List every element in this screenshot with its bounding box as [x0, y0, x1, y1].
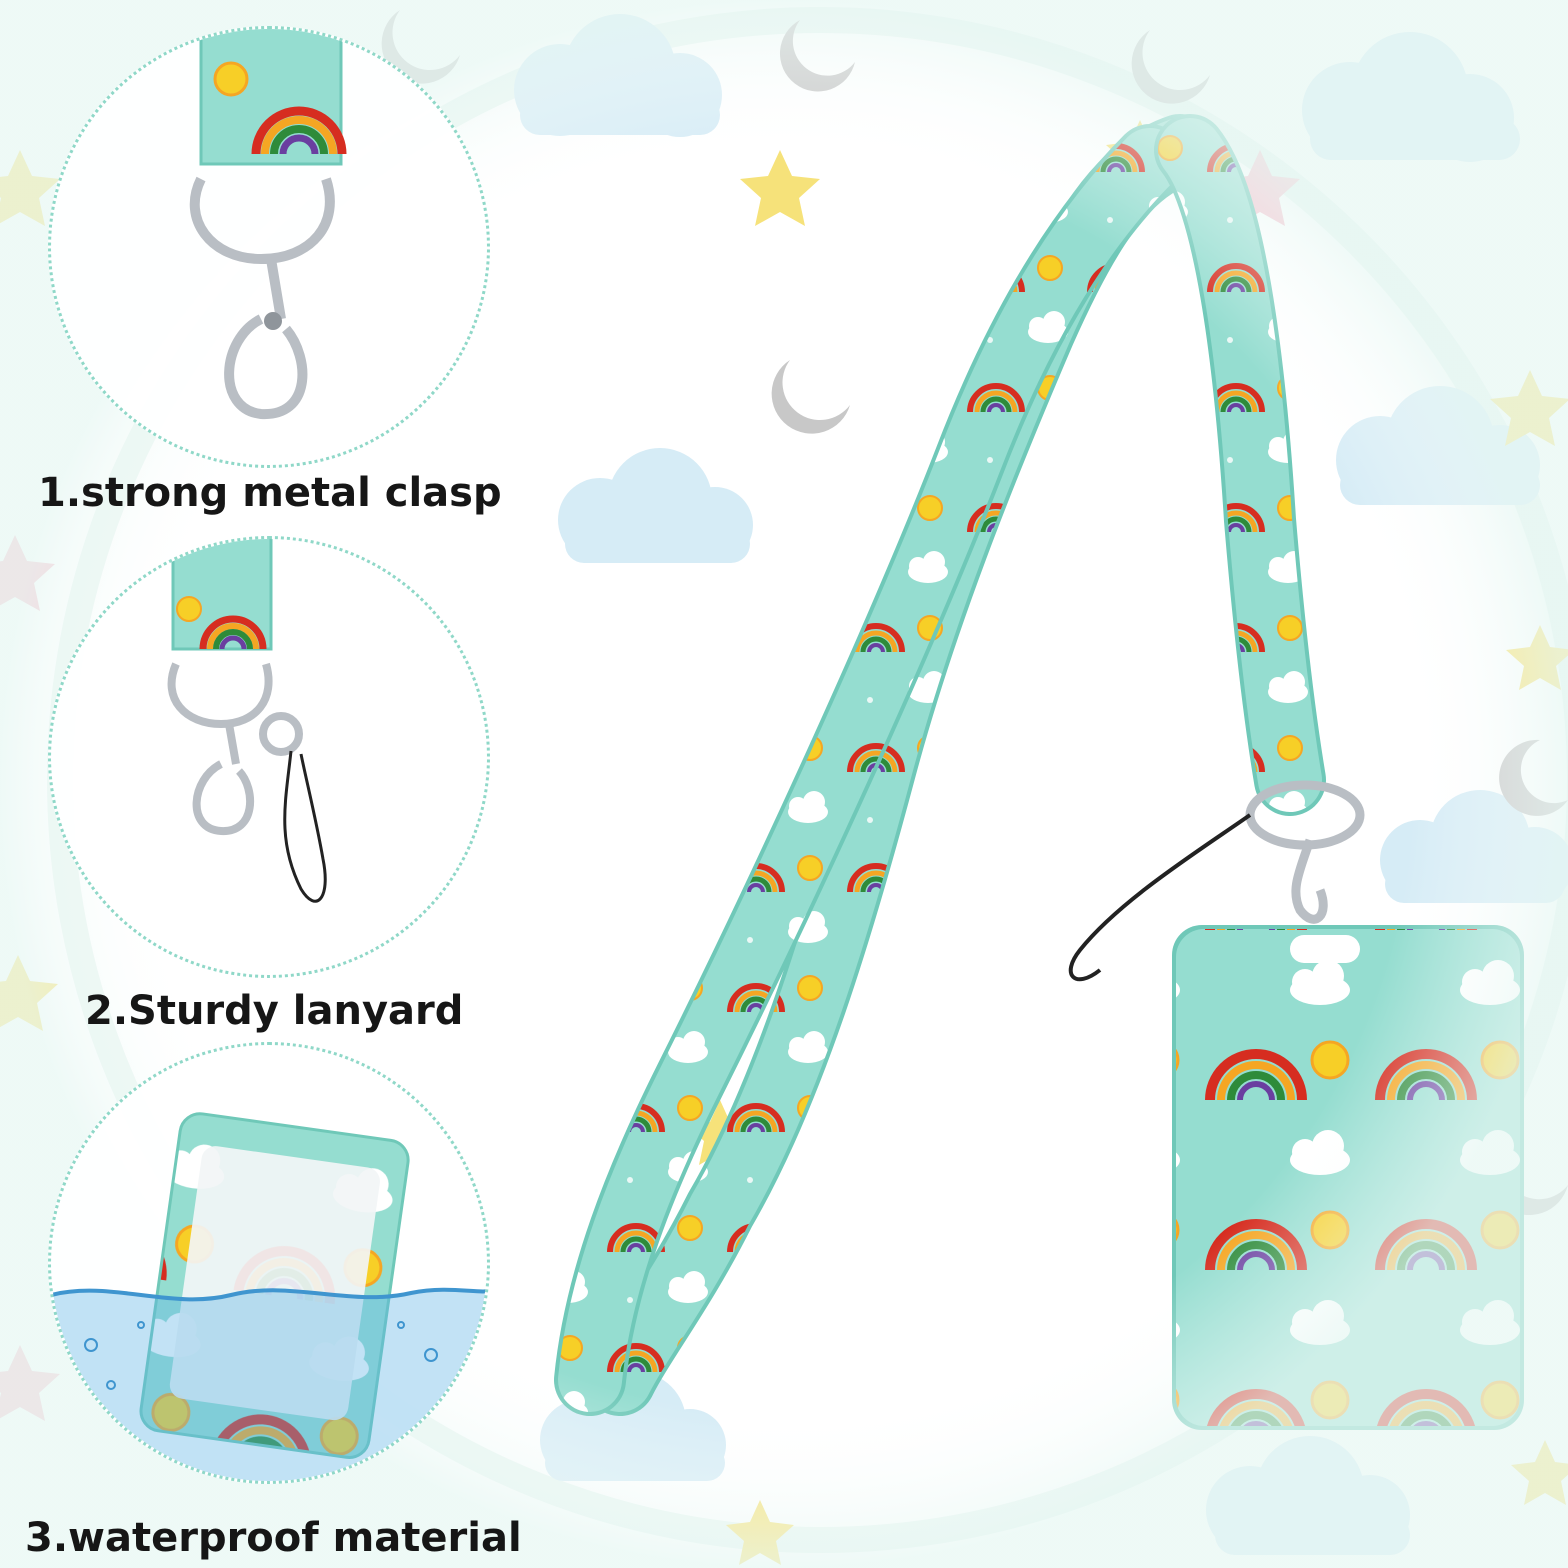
water-bubbles — [75, 1321, 456, 1451]
rainbow-icon — [199, 615, 267, 650]
clasp-inset — [48, 26, 490, 468]
waterproof-inset — [48, 1042, 490, 1484]
wrist-strap — [283, 750, 327, 903]
rainbow-icon — [251, 106, 347, 155]
lanyard-inset — [48, 536, 490, 978]
caption-sturdy-lanyard: 2.Sturdy lanyard — [85, 988, 464, 1034]
caption-waterproof-material: 3.waterproof material — [25, 1515, 522, 1561]
caption-metal-clasp: 1.strong metal clasp — [38, 470, 502, 516]
clasp-closeup — [189, 29, 347, 420]
sun-icon — [213, 61, 249, 97]
waterproof-closeup — [51, 1112, 487, 1481]
metal-clasp — [189, 176, 335, 420]
water-surface — [51, 1289, 487, 1481]
water-line — [51, 1287, 487, 1302]
sun-icon — [176, 596, 202, 622]
lanyard-closeup — [167, 539, 327, 903]
metal-clasp — [167, 662, 303, 835]
submerged-card — [139, 1112, 410, 1459]
